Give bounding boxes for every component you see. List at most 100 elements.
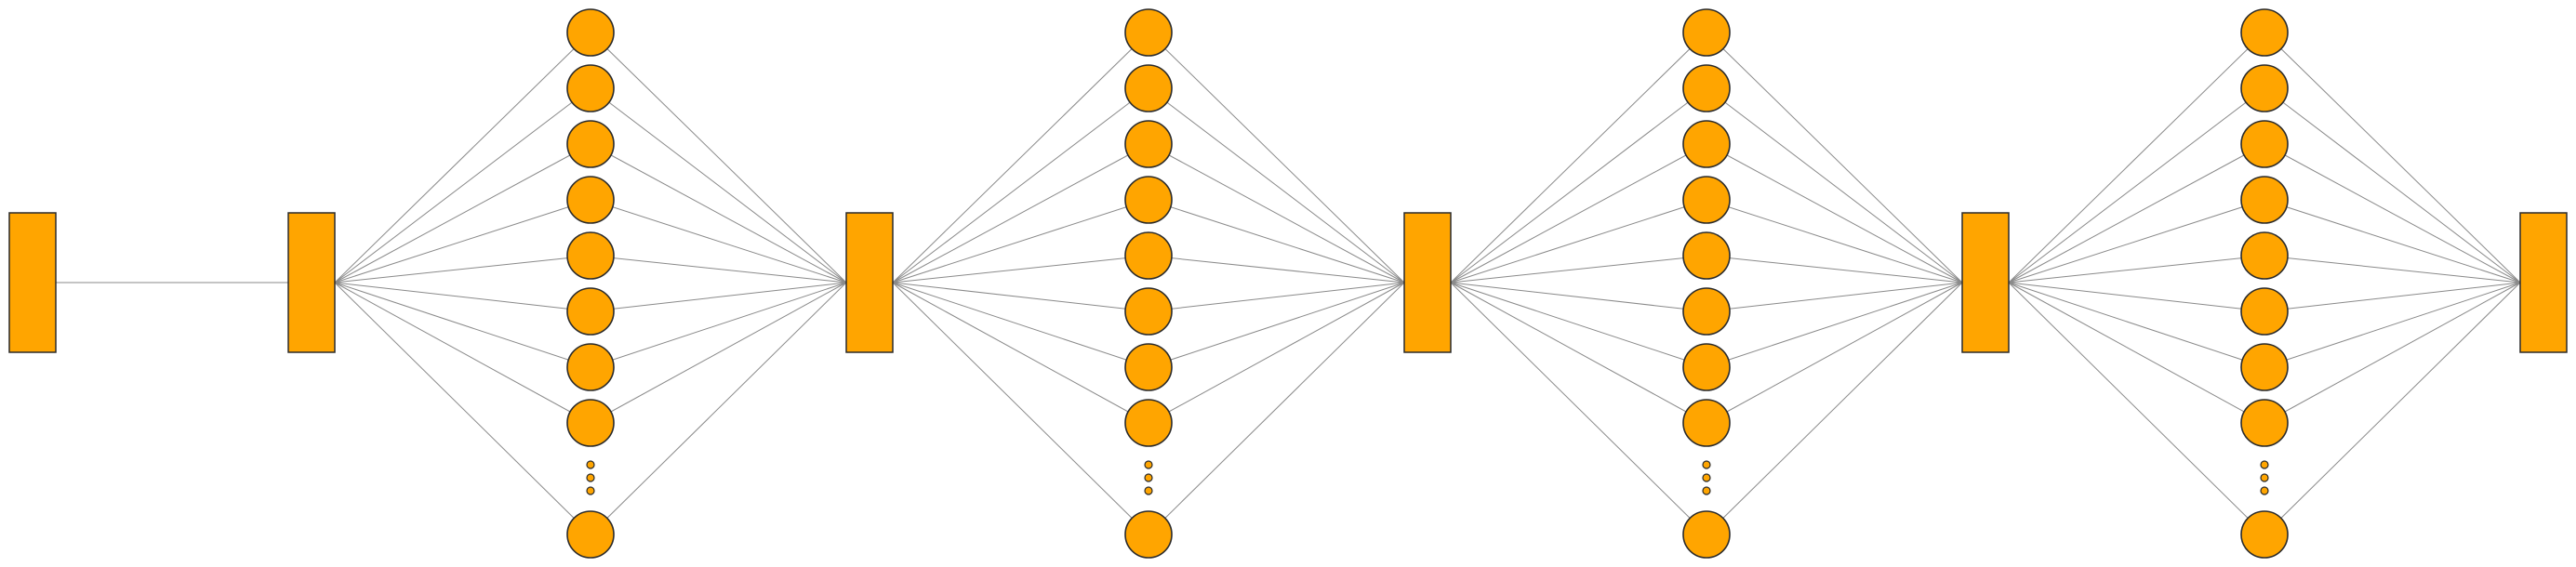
connection-line-in <box>2008 87 2265 284</box>
connection-line-out <box>2264 199 2521 284</box>
connection-line-in <box>334 87 591 284</box>
connection-line-out <box>2264 282 2521 312</box>
neuron-node <box>1682 343 1731 391</box>
connection-line-out <box>2264 87 2521 284</box>
neuron-node <box>566 343 615 391</box>
neuron-node <box>1124 120 1173 168</box>
connection-line-in <box>892 143 1149 284</box>
neuron-node <box>2240 287 2289 336</box>
ellipsis-dot <box>2260 460 2269 469</box>
neuron-node <box>1124 287 1173 336</box>
layer-block <box>1961 212 2010 353</box>
ellipsis-dot <box>2260 473 2269 482</box>
connection-line-out <box>1706 255 1963 284</box>
connection-line-in <box>1450 87 1707 284</box>
ellipsis-dot <box>1144 486 1153 495</box>
ellipsis-dot <box>586 473 595 482</box>
ellipsis-dot <box>1702 486 1711 495</box>
connection-line-in <box>334 143 591 284</box>
connection-line-out <box>2264 32 2521 284</box>
connection-line-in <box>2008 143 2265 284</box>
connection-line-in <box>1450 255 1707 284</box>
neuron-node <box>566 399 615 447</box>
connection-line-out <box>1706 199 1963 284</box>
connection-line-in <box>334 282 591 368</box>
connection-line-out <box>1706 282 1963 424</box>
connection-line-out <box>2264 282 2521 424</box>
layer-blocks <box>8 212 2568 353</box>
connection-line-in <box>892 282 1149 535</box>
connection-line-in <box>1450 282 1707 312</box>
layer-block <box>845 212 894 353</box>
connection-line-out <box>2264 282 2521 368</box>
connection-line-out <box>590 143 847 284</box>
neuron-node <box>1124 231 1173 280</box>
neuron-node <box>2240 120 2289 168</box>
connection-line-out <box>1706 282 1963 312</box>
hidden-layer-2 <box>1124 8 1173 559</box>
connection-line-in <box>2008 255 2265 284</box>
ellipsis-dots <box>1144 460 1153 495</box>
neuron-node <box>1124 64 1173 112</box>
neuron-node <box>2240 8 2289 57</box>
ellipsis-dots <box>1702 460 1711 495</box>
neuron-node <box>1682 399 1731 447</box>
ellipsis-dot <box>2260 486 2269 495</box>
ellipsis-dot <box>1144 473 1153 482</box>
neuron-node <box>2240 231 2289 280</box>
connection-line-out <box>1148 282 1405 424</box>
connection-line-in <box>2008 32 2265 284</box>
neuron-node <box>1682 510 1731 559</box>
connection-line-out <box>1706 143 1963 284</box>
connection-line-in <box>1450 143 1707 284</box>
layer-block <box>287 212 336 353</box>
connection-line-in <box>892 255 1149 284</box>
connection-line-out <box>590 282 847 312</box>
neuron-layers <box>566 8 2289 559</box>
connection-line-in <box>334 282 591 312</box>
connection-line-in <box>892 282 1149 368</box>
connection-line-in <box>1450 199 1707 284</box>
connection-line-in <box>334 255 591 284</box>
connection-line-in <box>2008 282 2265 368</box>
neuron-node <box>566 120 615 168</box>
neuron-node <box>1682 231 1731 280</box>
connection-line-in <box>2008 199 2265 284</box>
connection-line-in <box>1450 282 1707 424</box>
connection-line-out <box>1706 282 1963 535</box>
connection-line-out <box>1148 143 1405 284</box>
neuron-node <box>566 8 615 57</box>
neuron-node <box>2240 176 2289 224</box>
connection-line-in <box>2008 282 2265 424</box>
ellipsis-dot <box>1702 460 1711 469</box>
connection-line-out <box>590 282 847 535</box>
connection-line-out <box>590 87 847 284</box>
neuron-node <box>1124 176 1173 224</box>
connection-line-in <box>892 282 1149 312</box>
output-block <box>2519 212 2568 353</box>
connection-line-out <box>1148 282 1405 535</box>
neuron-node <box>1682 64 1731 112</box>
neuron-node <box>1124 8 1173 57</box>
hidden-layer-4 <box>2240 8 2289 559</box>
neuron-node <box>1124 399 1173 447</box>
connection-line-in <box>334 32 591 284</box>
connection-line-out <box>1148 87 1405 284</box>
connection-line-in <box>334 199 591 284</box>
connection-line-out <box>2264 143 2521 284</box>
connection-line-out <box>1148 282 1405 368</box>
connection-line-in <box>892 199 1149 284</box>
ellipsis-dot <box>586 486 595 495</box>
input-block <box>8 212 57 353</box>
connection-line-in <box>1450 32 1707 284</box>
connection-line-out <box>590 282 847 424</box>
neuron-node <box>2240 64 2289 112</box>
connection-line-in <box>1450 282 1707 535</box>
connection-line-in <box>2008 282 2265 535</box>
ellipsis-dots <box>586 460 595 495</box>
layer-block <box>1403 212 1452 353</box>
neuron-node <box>1682 8 1731 57</box>
connection-line-out <box>590 282 847 368</box>
connection-line-in <box>892 282 1149 424</box>
